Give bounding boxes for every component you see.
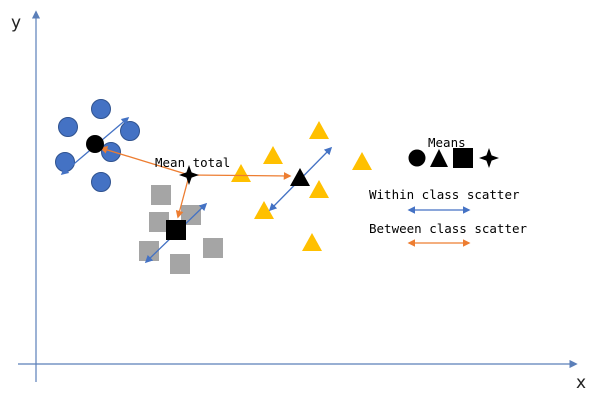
between-scatter-arrow-square bbox=[175, 175, 190, 219]
mean-total-label: Mean total bbox=[155, 155, 230, 170]
square-point bbox=[203, 238, 223, 258]
legend: Means Within class scatter Between class… bbox=[369, 135, 528, 247]
legend-triangle-mean-icon bbox=[430, 149, 448, 167]
square-point bbox=[151, 185, 171, 205]
triangle-point bbox=[309, 121, 329, 139]
circle-point bbox=[101, 142, 121, 162]
legend-circle-mean-icon bbox=[408, 149, 426, 167]
triangle-point bbox=[302, 233, 322, 251]
triangle-point bbox=[231, 164, 251, 182]
circle-point bbox=[58, 117, 78, 137]
mean-total-star-icon bbox=[179, 165, 199, 185]
circle-point bbox=[120, 121, 140, 141]
between-scatter-arrow-triangle bbox=[188, 172, 292, 180]
legend-means-label: Means bbox=[428, 135, 466, 150]
square-point bbox=[170, 254, 190, 274]
triangle-point bbox=[309, 180, 329, 198]
legend-within-label: Within class scatter bbox=[369, 187, 520, 202]
square-class-mean bbox=[166, 220, 186, 240]
circle-point bbox=[91, 172, 111, 192]
triangle-class-mean bbox=[290, 168, 310, 186]
triangle-point bbox=[254, 201, 274, 219]
triangle-point bbox=[263, 146, 283, 164]
circle-point bbox=[55, 152, 75, 172]
x-axis-label: x bbox=[576, 373, 586, 393]
between-class-scatter-arrows bbox=[99, 146, 292, 219]
triangle-point bbox=[352, 152, 372, 170]
y-axis-label: y bbox=[11, 13, 21, 33]
legend-total-mean-star-icon bbox=[479, 148, 499, 168]
legend-between-label: Between class scatter bbox=[369, 221, 528, 236]
between-scatter-arrow-circle bbox=[99, 146, 190, 176]
legend-square-mean-icon bbox=[453, 148, 473, 168]
circle-point bbox=[91, 99, 111, 119]
circle-class-mean bbox=[86, 135, 104, 153]
square-point bbox=[139, 241, 159, 261]
